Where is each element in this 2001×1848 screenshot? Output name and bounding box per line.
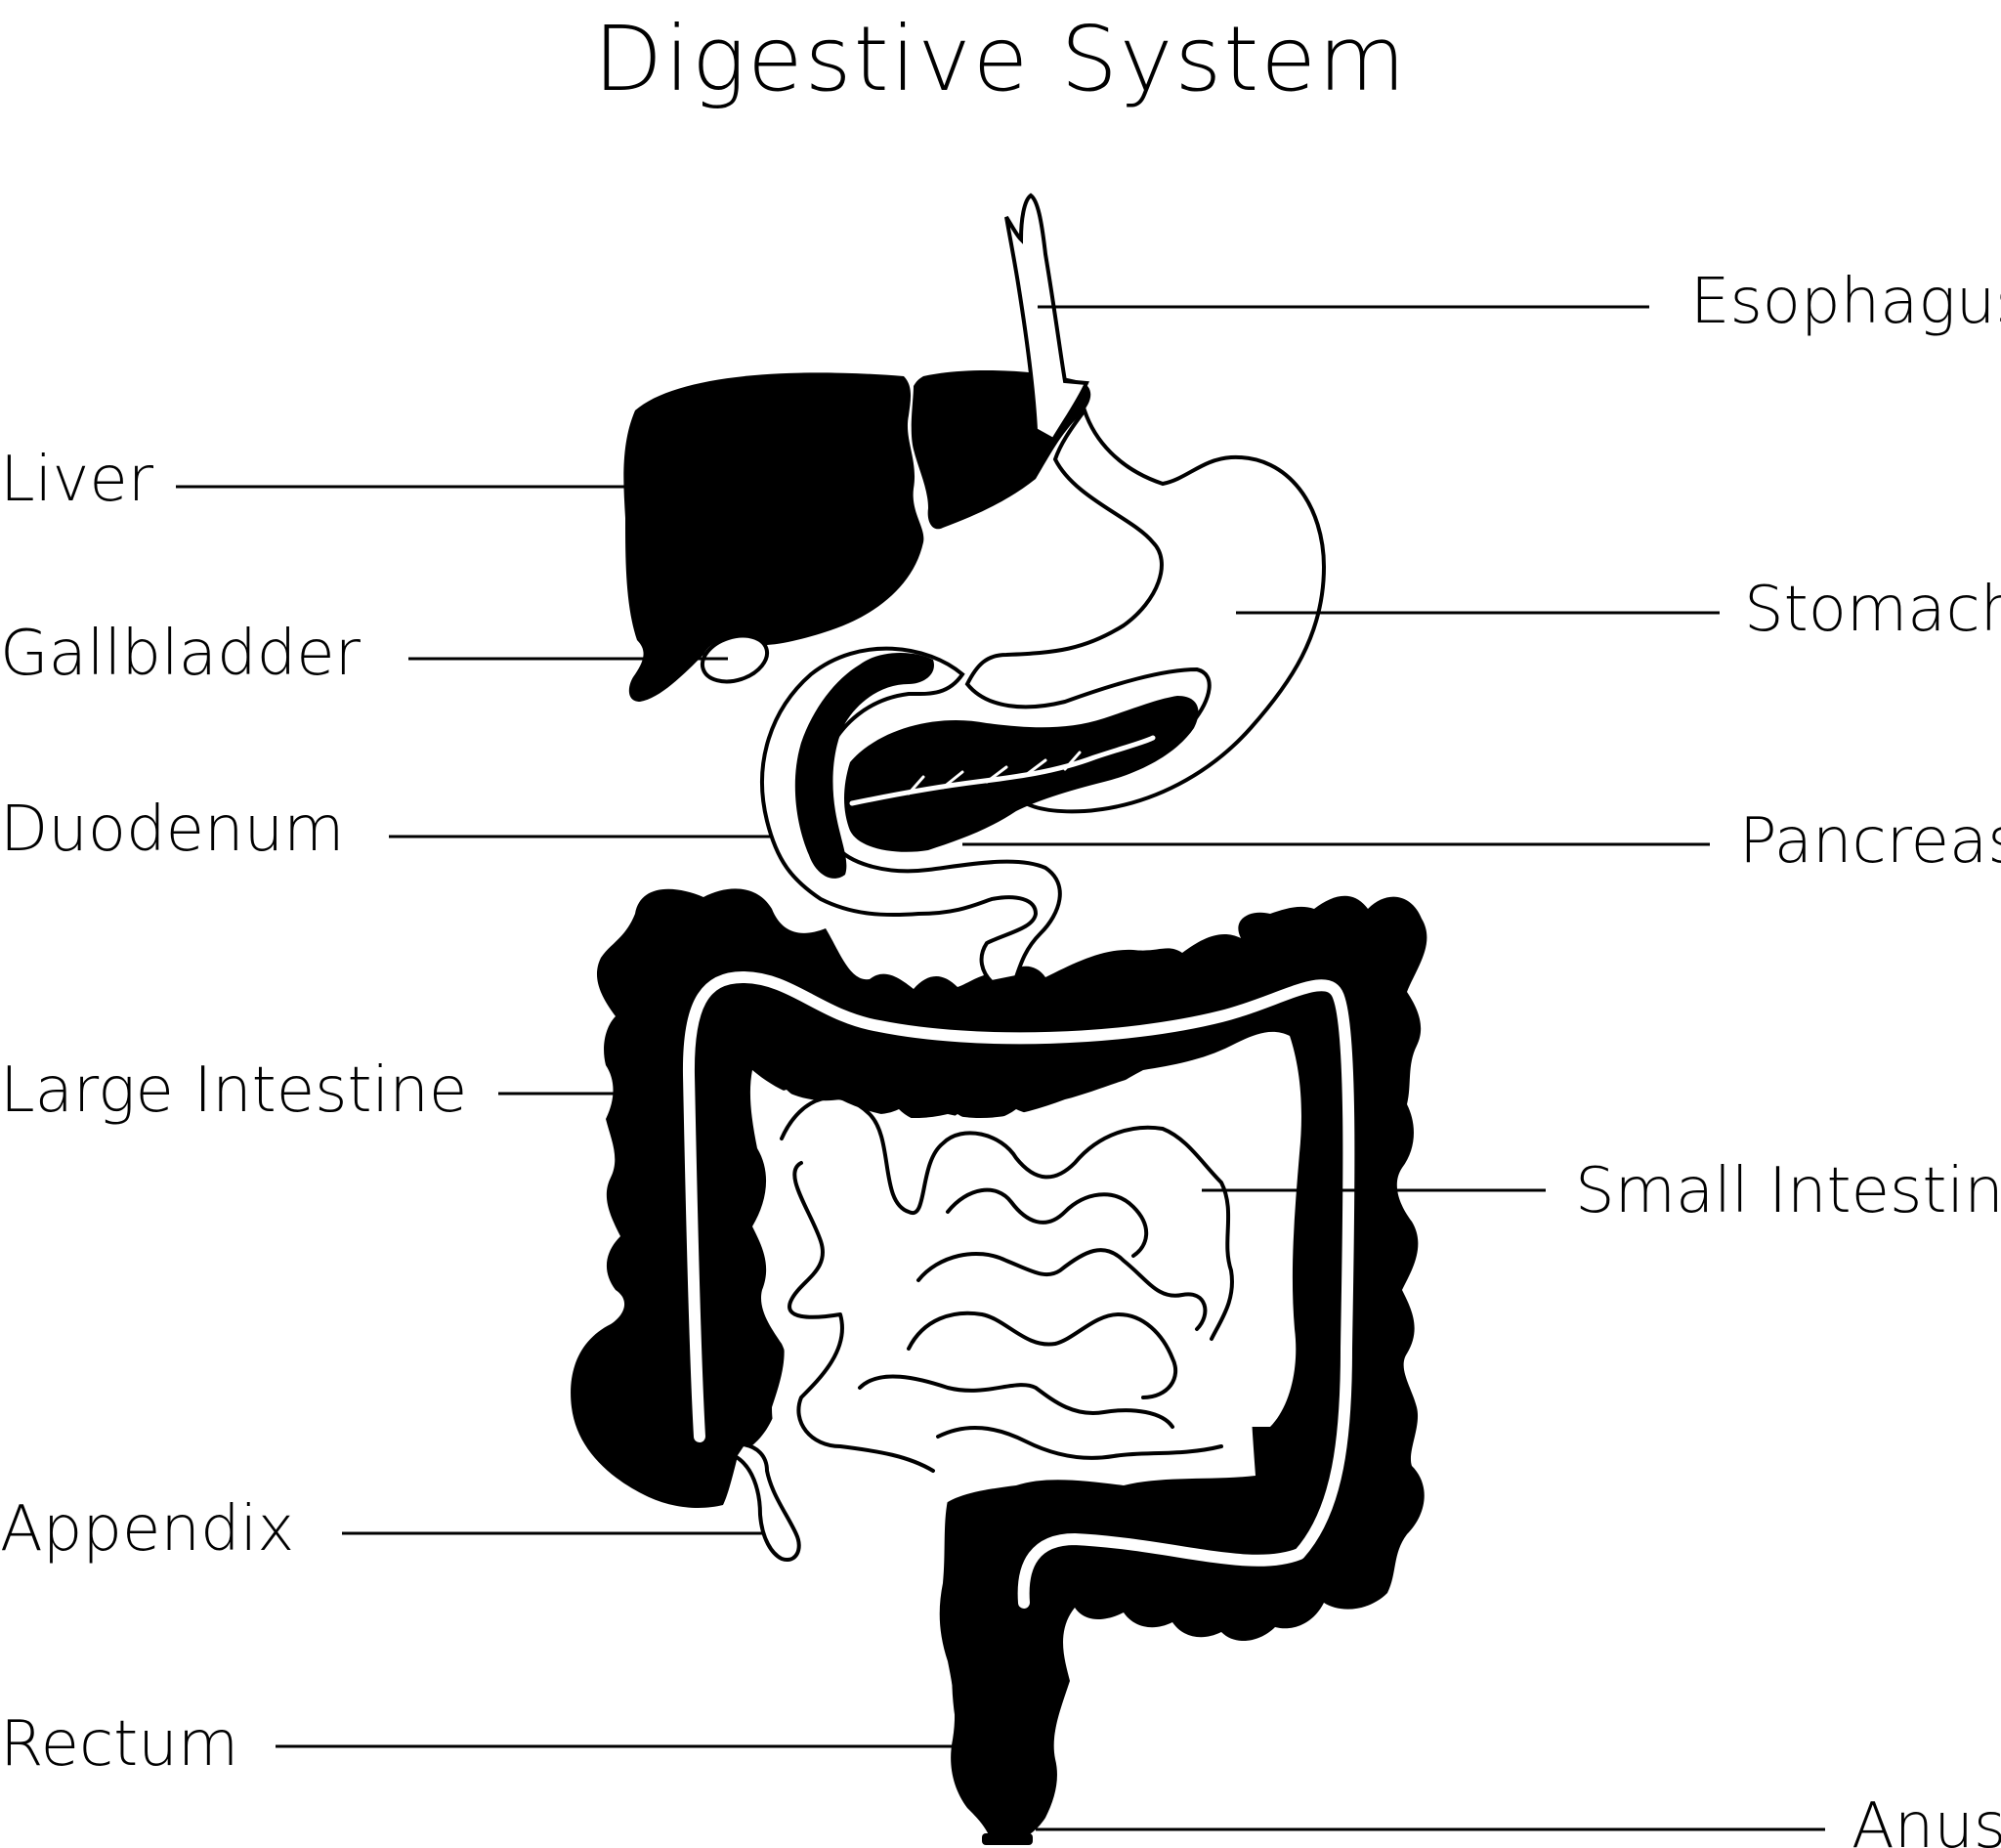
label-appendix: Appendix [0, 1493, 294, 1566]
esophagus [1004, 193, 1089, 443]
label-liver: Liver [0, 444, 154, 516]
duodenum-wall [794, 653, 934, 879]
label-esophagus: Esophagus [1690, 266, 2001, 338]
gallbladder [700, 633, 770, 684]
diagram-title: Digestive System [593, 7, 1407, 111]
appendix [732, 1441, 801, 1562]
label-gallbladder: Gallbladder [0, 618, 362, 690]
label-large-intestine: Large Intestine [0, 1054, 467, 1127]
leader-lines [176, 305, 1825, 1831]
label-duodenum: Duodenum [0, 794, 344, 866]
label-rectum: Rectum [0, 1708, 238, 1781]
label-anus: Anus [1852, 1790, 2001, 1848]
anus [982, 1833, 1033, 1845]
label-pancreas: Pancreas [1739, 805, 2001, 878]
large-intestine [571, 888, 1427, 1842]
small-intestine [752, 1050, 1290, 1515]
label-stomach: Stomach [1744, 574, 2001, 646]
rectum [952, 1661, 1065, 1842]
liver [623, 372, 924, 702]
label-small-intestine: Small Intestine [1575, 1155, 2001, 1227]
